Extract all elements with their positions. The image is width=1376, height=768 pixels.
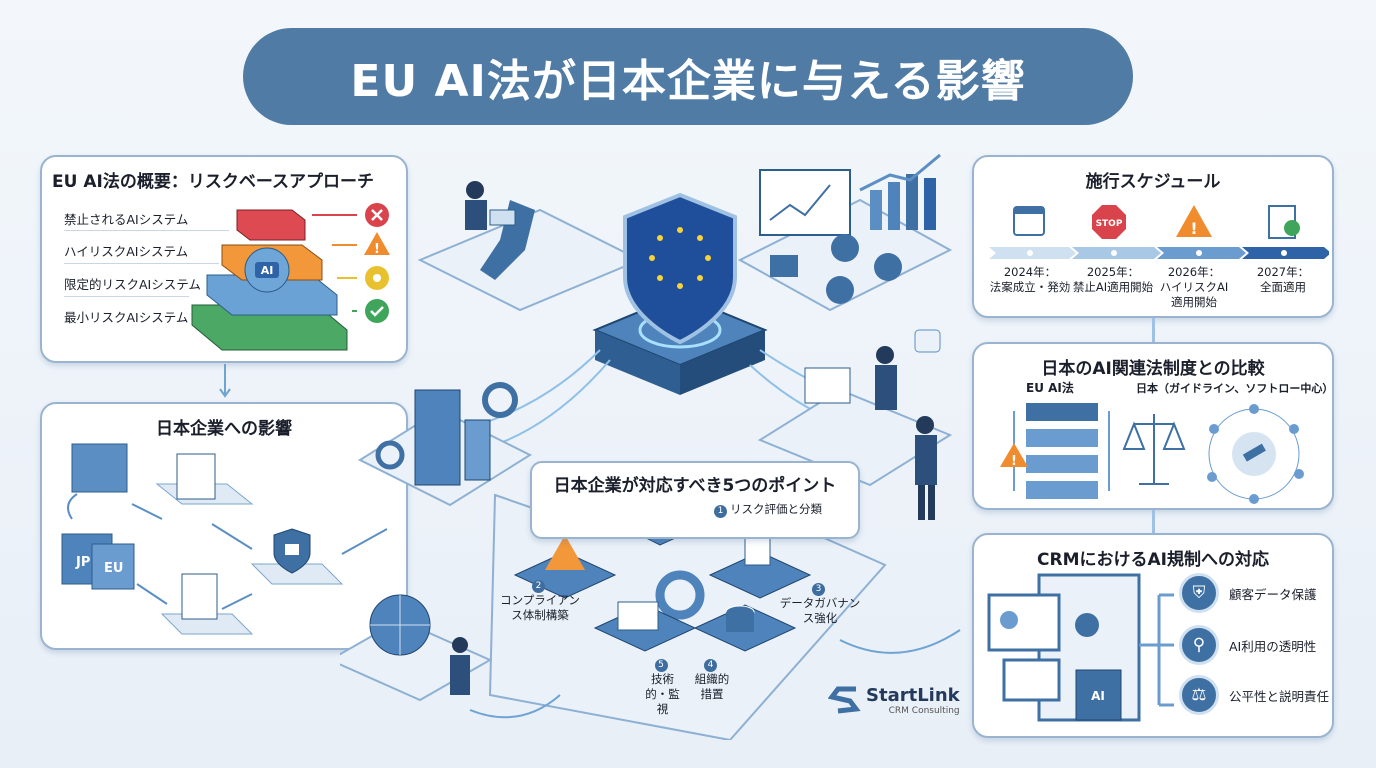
impact-title: 日本企業への影響 [156,419,292,439]
timeline-item: 2025年：禁止AI適用開始 [1072,265,1154,294]
scales-icon: ⚖ [1179,675,1219,715]
tier-label: 最小リスクAIシステム [64,310,189,325]
central-illustration [340,153,961,740]
timeline-item: 2026年：ハイリスクAI適用開始 [1159,265,1229,309]
svg-text:STOP: STOP [1096,219,1123,229]
businesswoman-icon [450,637,470,695]
svg-text:!: ! [1190,219,1197,238]
connector [1152,318,1155,342]
check-circle-icon [365,299,389,323]
eu-label: EU AI法 [1026,381,1074,395]
logo-mark-icon [828,686,861,714]
divider [64,263,219,264]
impact-panel: 日本企業への影響 JP EU [40,402,408,650]
gear-icon [482,382,518,418]
crm-item: ⛨顧客データ保護 [1179,573,1317,613]
jp-box-label: JP [75,555,90,570]
document-icon [181,573,218,620]
comparison-panel: 日本のAI関連法制度との比較 EU AI法 日本（ガイドライン、ソフトロー中心）… [972,342,1334,510]
risk-pyramid: AI ! [191,203,390,351]
arrow-down-icon [219,364,231,398]
timeline: STOP ! [989,205,1329,259]
crm-screens-illustration: AI [987,573,1174,722]
monitor-settings-icon [617,601,659,631]
crm-item: ⚖公平性と説明責任 [1179,675,1329,715]
timeline-item: 2027年：全面適用 [1256,265,1310,294]
warning-icon: ! [364,232,390,257]
svg-text:!: ! [374,242,380,257]
calendar-icon [1013,206,1045,236]
crm-title: CRMにおけるAI規制への対応 [1037,550,1269,570]
tier-label: 禁止されるAIシステム [64,212,189,227]
crm-panel: CRMにおけるAI規制への対応 AI ⛨顧客データ保護 ⚲AI利用の透明性 ⚖公… [972,533,1334,738]
ai-badge: AI [1091,689,1105,703]
checklist-icon [1268,205,1300,239]
presenter-icon [804,346,897,410]
scales-icon [1122,414,1186,485]
schedule-panel: 施行スケジュール STOP ! 2024年：法案成立・発効 2025年：禁止AI… [972,155,1334,318]
schedule-title: 施行スケジュール [1085,172,1221,192]
ai-badge: AI [261,264,274,277]
crm-item: ⚲AI利用の透明性 [1179,625,1316,665]
tier-label: ハイリスクAIシステム [64,244,189,259]
x-circle-icon [365,203,389,227]
overview-title: EU AI法の概要：リスクベースアプローチ [52,172,374,192]
overview-panel: EU AI法の概要：リスクベースアプローチ 禁止されるAIシステム ハイリスクA… [40,155,408,363]
stop-sign-icon: STOP [1092,205,1126,239]
impact-illustration: JP EU [61,443,388,635]
person-standing-icon [915,416,937,520]
checklist-icon [176,453,216,500]
japan-map-icon [480,200,535,280]
page-title: EU AI法が日本企業に与える影響 [243,28,1133,125]
timeline-item: 2024年：法案成立・発効 [989,265,1071,294]
comparison-illustration: ! [1000,403,1304,504]
trend-arrow-icon [859,153,941,192]
shield-user-icon: ⛨ [1179,573,1219,613]
divider [64,230,229,231]
dashboard-icon [759,169,851,236]
gear-icon [365,266,389,290]
japan-label: 日本（ガイドライン、ソフトロー中心） [1136,382,1334,395]
network-gavel-icon [1207,404,1304,504]
person-laptop-icon [465,181,516,230]
points-title: 日本企業が対応すべき5つのポイント [553,476,837,496]
svg-text:!: ! [1011,454,1017,469]
divider [64,296,189,297]
eu-box-label: EU [104,561,123,576]
warning-icon: ! [1000,443,1028,469]
tier-label: 限定的リスクAIシステム [64,277,201,292]
pyramid-icon [545,535,585,570]
comparison-title: 日本のAI関連法制度との比較 [1041,359,1265,379]
magnifier-icon: ⚲ [1179,625,1219,665]
warning-icon: ! [1176,205,1212,238]
crate-icon [71,443,128,493]
office-building-icon [414,389,461,486]
connector [1152,510,1155,533]
eu-shield-icon [623,192,737,345]
central-gear-icon [655,570,705,620]
